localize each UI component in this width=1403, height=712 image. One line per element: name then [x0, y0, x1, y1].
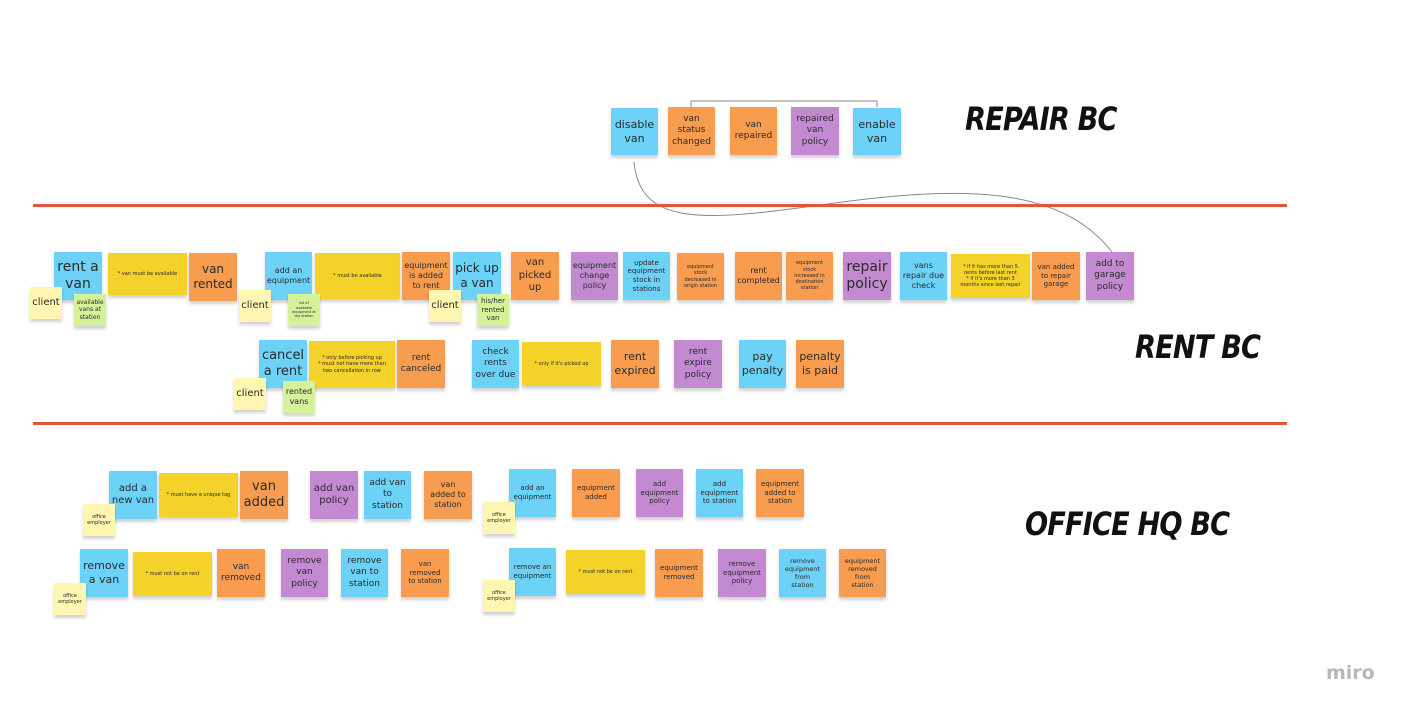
- sticky-note-orange[interactable]: van added to repair garage: [1032, 252, 1080, 300]
- sticky-note-orange[interactable]: van removed: [217, 549, 265, 597]
- sticky-note-blue[interactable]: remove a van: [80, 549, 128, 597]
- sticky-note-purple[interactable]: add equipment policy: [636, 469, 683, 517]
- sticky-note-blue[interactable]: rent a van: [54, 252, 102, 300]
- sticky-note-blue[interactable]: pick up a van: [453, 252, 501, 300]
- sticky-note-orange[interactable]: equipment added to station: [756, 469, 804, 517]
- bracket-connector[interactable]: [690, 100, 878, 107]
- sticky-note-green[interactable]: his/her rented van: [477, 294, 509, 326]
- sticky-note-purple[interactable]: remove van policy: [281, 549, 328, 597]
- sticky-note-orange[interactable]: van added: [240, 471, 288, 519]
- sticky-note-orange[interactable]: rent completed: [735, 252, 782, 300]
- sticky-note-yellow[interactable]: * only if it's picked up: [522, 342, 601, 386]
- section-title-repair: REPAIR BC: [965, 100, 1117, 138]
- sticky-note-lightyellow[interactable]: office employer: [483, 580, 515, 612]
- sticky-note-lightyellow[interactable]: client: [30, 287, 62, 319]
- sticky-note-orange[interactable]: penalty is paid: [796, 340, 844, 388]
- sticky-note-purple[interactable]: rent expire policy: [674, 340, 722, 388]
- sticky-note-yellow[interactable]: * only before picking up * must not have…: [309, 341, 395, 388]
- sticky-note-blue[interactable]: update equipment stock in stations: [623, 252, 670, 300]
- sticky-note-orange[interactable]: equipment stock increased in destination…: [786, 252, 833, 300]
- sticky-note-lightyellow[interactable]: client: [239, 290, 271, 322]
- sticky-note-yellow[interactable]: * must have a unique tag: [159, 473, 238, 517]
- sticky-note-yellow[interactable]: * must not be on rent: [133, 552, 212, 596]
- section-divider: [33, 204, 1287, 207]
- sticky-note-orange[interactable]: equipment added: [572, 469, 620, 517]
- section-title-office: OFFICE HQ BC: [1025, 505, 1230, 543]
- sticky-note-yellow[interactable]: * van must be available: [108, 253, 187, 295]
- sticky-note-purple[interactable]: add van policy: [310, 471, 358, 519]
- sticky-note-orange[interactable]: equipment removed from station: [839, 549, 886, 597]
- sticky-note-orange[interactable]: van picked up: [511, 252, 559, 300]
- curve-connector[interactable]: [633, 161, 1113, 253]
- sticky-note-orange[interactable]: equipment removed: [655, 549, 703, 597]
- sticky-note-orange[interactable]: van removed to station: [401, 549, 449, 597]
- sticky-note-yellow[interactable]: * must be available: [315, 253, 400, 299]
- sticky-note-blue[interactable]: add equipment to station: [696, 469, 743, 517]
- sticky-note-blue[interactable]: disable van: [611, 108, 658, 155]
- sticky-note-lightyellow[interactable]: client: [429, 290, 461, 322]
- sticky-note-blue[interactable]: remove equipment from station: [779, 549, 826, 597]
- sticky-note-orange[interactable]: rent canceled: [397, 340, 445, 388]
- sticky-note-lightyellow[interactable]: office employer: [483, 502, 515, 534]
- sticky-note-blue[interactable]: enable van: [853, 108, 901, 155]
- sticky-note-lightyellow[interactable]: office employer: [83, 504, 115, 536]
- section-divider: [33, 422, 1287, 425]
- sticky-note-purple[interactable]: repair policy: [843, 252, 891, 300]
- sticky-note-orange[interactable]: van added to station: [424, 471, 472, 519]
- sticky-note-orange[interactable]: van status changed: [668, 107, 715, 155]
- sticky-note-purple[interactable]: remove equipment policy: [718, 549, 766, 597]
- sticky-note-purple[interactable]: repaired van policy: [791, 107, 839, 155]
- section-title-rent: RENT BC: [1135, 328, 1261, 366]
- sticky-note-green[interactable]: list of available equipment at the stati…: [288, 294, 320, 326]
- sticky-note-orange[interactable]: van repaired: [730, 107, 777, 155]
- miro-logo: miro: [1326, 662, 1375, 684]
- sticky-note-blue[interactable]: add van to station: [364, 471, 411, 519]
- sticky-note-blue[interactable]: add an equipment: [265, 252, 312, 300]
- sticky-note-blue[interactable]: pay penalty: [739, 340, 786, 388]
- sticky-note-orange[interactable]: rent expired: [611, 340, 659, 388]
- sticky-note-blue[interactable]: add a new van: [109, 471, 157, 519]
- sticky-note-orange[interactable]: van rented: [189, 253, 237, 301]
- sticky-note-green[interactable]: rented vans: [283, 381, 315, 413]
- sticky-note-blue[interactable]: remove an equipment: [509, 548, 556, 596]
- sticky-note-purple[interactable]: add to garage policy: [1086, 252, 1134, 300]
- sticky-note-orange[interactable]: equipment stock decreased in origin stat…: [677, 253, 724, 300]
- sticky-note-purple[interactable]: equipment change policy: [571, 252, 618, 300]
- sticky-note-blue[interactable]: check rents over due: [472, 340, 519, 388]
- sticky-note-lightyellow[interactable]: office employer: [54, 583, 86, 615]
- sticky-note-blue[interactable]: cancel a rent: [259, 340, 307, 388]
- sticky-note-yellow[interactable]: * must not be on rent: [566, 550, 645, 594]
- sticky-note-blue[interactable]: remove van to station: [341, 549, 388, 597]
- sticky-note-lightyellow[interactable]: client: [234, 378, 266, 410]
- sticky-note-blue[interactable]: vans repair due check: [900, 252, 947, 300]
- sticky-note-yellow[interactable]: * if it has more than 5 rents before las…: [951, 254, 1030, 298]
- sticky-note-green[interactable]: available vans at station: [74, 294, 106, 326]
- sticky-note-orange[interactable]: equipment is added to rent: [402, 252, 450, 300]
- sticky-note-blue[interactable]: add an equipment: [509, 469, 556, 517]
